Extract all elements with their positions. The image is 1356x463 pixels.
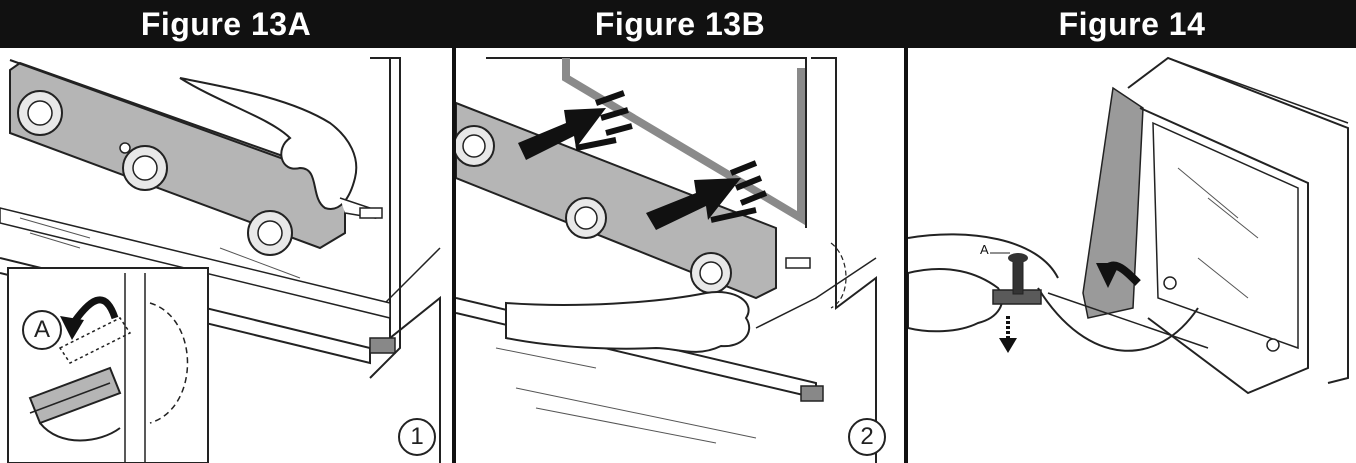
panel-divider bbox=[452, 0, 456, 463]
hinge-screw-icon bbox=[1163, 276, 1177, 290]
control-knob bbox=[122, 145, 168, 191]
step-number-badge: 1 bbox=[398, 418, 436, 456]
panel-figure-13b: Figure 13B bbox=[456, 0, 904, 463]
control-knob bbox=[690, 252, 732, 294]
figure-13a-illustration bbox=[0, 48, 452, 463]
panel-figure-14: Figure 14 bbox=[908, 0, 1356, 463]
hinge-screw-icon bbox=[1266, 338, 1280, 352]
slide-arrow-icon bbox=[518, 90, 633, 160]
callout-label-a: A bbox=[980, 242, 989, 257]
figure-14-illustration bbox=[908, 48, 1356, 463]
panel-title: Figure 14 bbox=[908, 0, 1356, 48]
control-knob bbox=[456, 125, 495, 167]
control-knob bbox=[565, 197, 607, 239]
panel-figure-13a: Figure 13A bbox=[0, 0, 452, 463]
figure-13b-illustration bbox=[456, 48, 904, 463]
control-knob bbox=[17, 90, 63, 136]
inset-detail-box bbox=[7, 267, 209, 463]
slide-arrow-icon bbox=[646, 160, 768, 230]
step-number-badge: 2 bbox=[848, 418, 886, 456]
inset-label-badge: A bbox=[22, 310, 62, 350]
panel-divider bbox=[904, 0, 908, 463]
panel-title: Figure 13B bbox=[456, 0, 904, 48]
panel-title: Figure 13A bbox=[0, 0, 452, 48]
control-knob bbox=[247, 210, 293, 256]
